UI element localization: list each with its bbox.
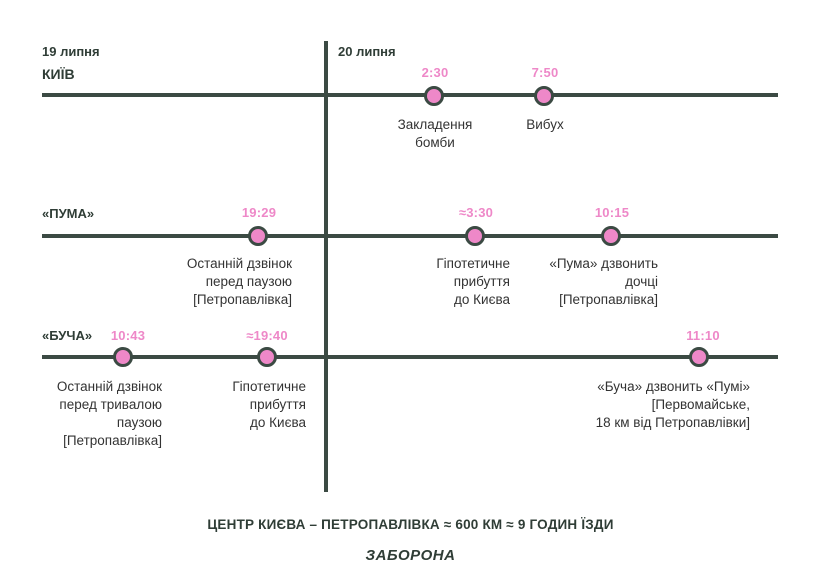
event-label: Гіпотетичне прибуття до Києва [436,256,510,307]
date-day1: 19 липня [42,44,100,59]
event-label: Вибух [526,117,564,132]
track-label-puma: «ПУМА» [42,206,95,221]
brand-logo: ЗАБОРОНА [365,547,456,564]
event-label: Останній дзвінок перед тривалою паузою [… [56,379,162,448]
event-time: 2:30 [421,65,449,80]
date-day2: 20 липня [338,44,396,59]
timeline-bucha [42,355,778,359]
event-dot [689,347,709,367]
timeline-kyiv [42,93,778,97]
distance-caption: ЦЕНТР КИЄВА – ПЕТРОПАВЛІВКА ≈ 600 КМ ≈ 9… [207,517,614,532]
event-label: Закладення бомби [397,117,473,150]
event-label: «Буча» дзвонить «Пумі» [Первомайське, 18… [595,379,750,430]
day-divider-line [324,41,328,492]
event-dot [248,226,268,246]
event-dot [113,347,133,367]
timeline-puma [42,234,778,238]
event-time: ≈19:40 [246,328,288,343]
event-time: 10:43 [110,328,146,343]
event-dot [534,86,554,106]
track-label-kyiv: КИЇВ [42,66,75,82]
event-label: Гіпотетичне прибуття до Києва [232,379,306,430]
event-dot [601,226,621,246]
event-label: Останній дзвінок перед паузою [Петропавл… [186,256,292,307]
event-label: «Пума» дзвонить дочці [Петропавлівка] [549,256,658,307]
track-label-bucha: «БУЧА» [42,328,93,343]
event-time: 19:29 [241,205,277,220]
event-dot [424,86,444,106]
event-time: 10:15 [594,205,630,220]
event-time: ≈3:30 [458,205,494,220]
event-time: 7:50 [531,65,559,80]
event-time: 11:10 [686,328,720,343]
event-dot [465,226,485,246]
event-dot [257,347,277,367]
